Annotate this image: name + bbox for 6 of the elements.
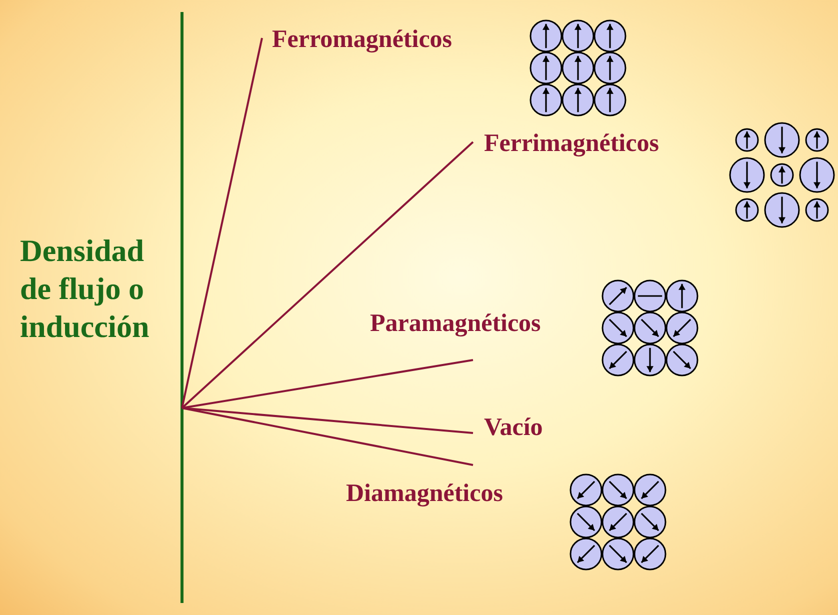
material-label: Diamagnéticos [346, 481, 503, 506]
material-label: Vacío [484, 415, 543, 440]
material-label: Ferromagnéticos [272, 27, 452, 52]
material-label: Paramagnéticos [370, 311, 541, 336]
material-label: Ferrimagnéticos [484, 131, 659, 156]
axis-label: Densidad de flujo o inducción [20, 232, 150, 346]
